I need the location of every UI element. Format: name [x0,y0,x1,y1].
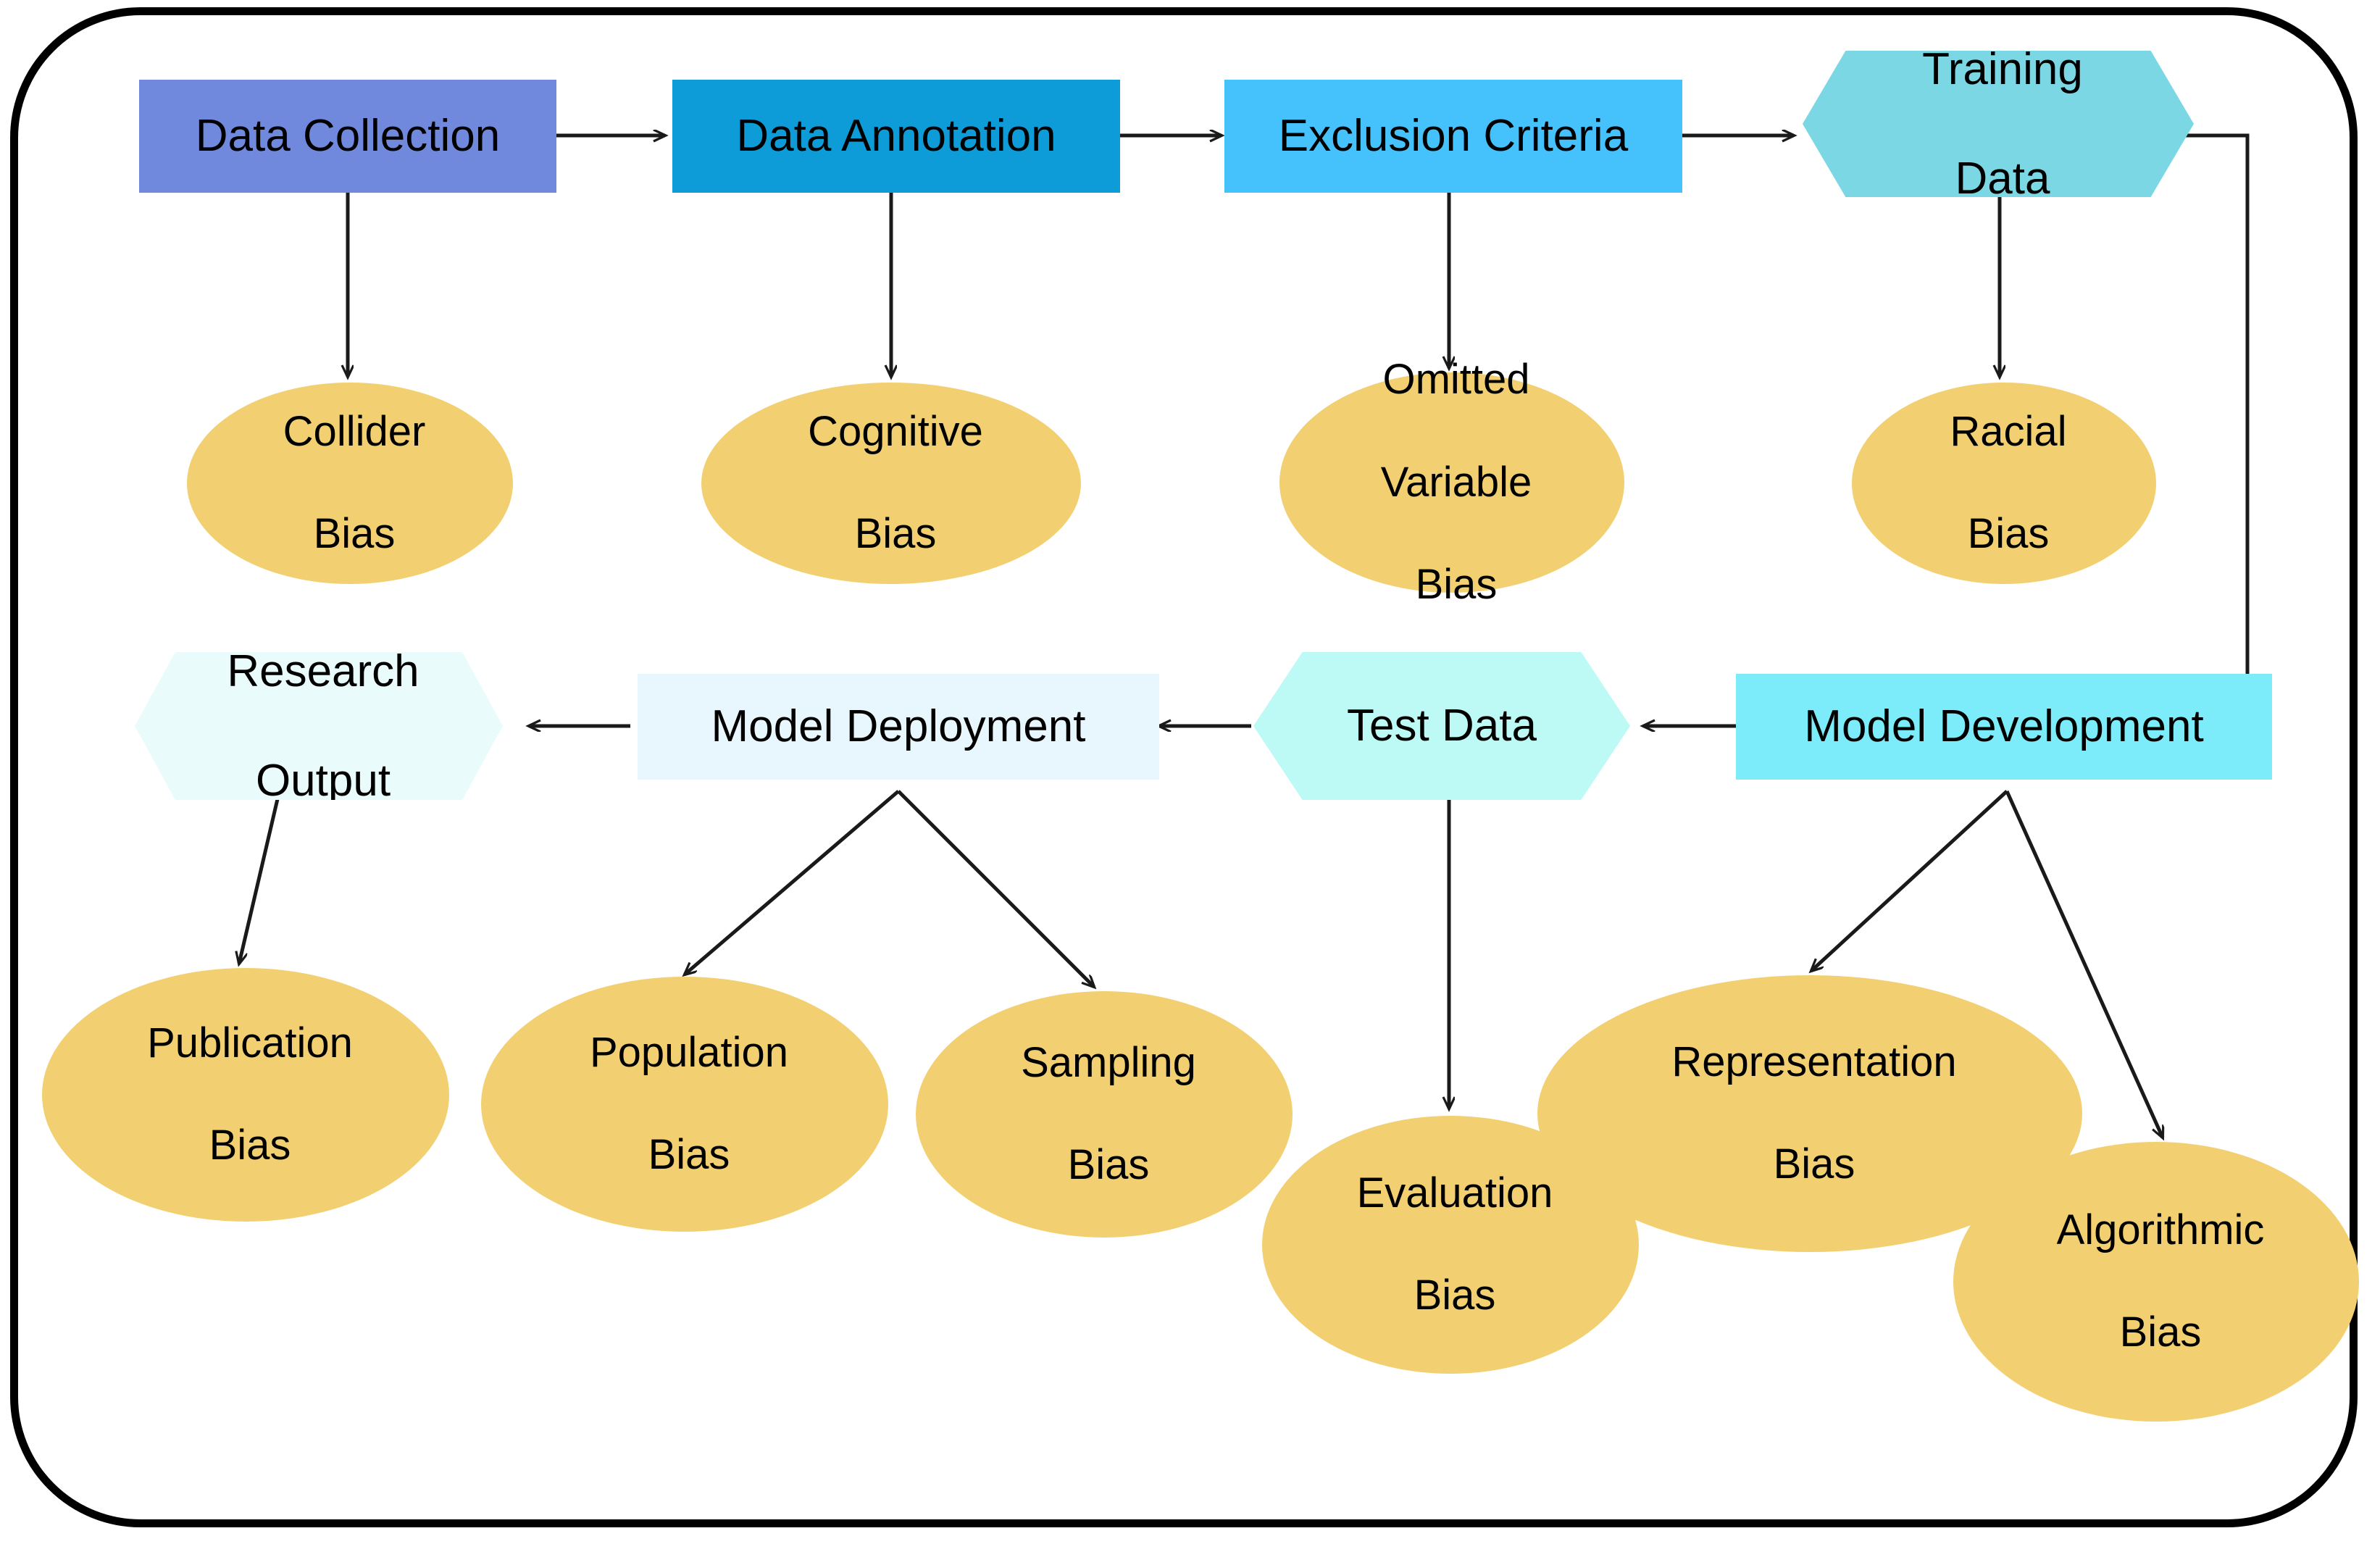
node-model-deployment[interactable]: Model Deployment [638,674,1159,780]
node-data-collection-label: Data Collection [195,111,501,162]
edge-development-to-algorithmic [2005,790,2163,1138]
node-test-data[interactable]: Test Data [1253,652,1630,800]
node-data-collection[interactable]: Data Collection [139,80,556,193]
edge-development-to-representation [1811,790,2008,971]
edge-deployment-to-sampling [897,790,1094,987]
node-exclusion-criteria[interactable]: Exclusion Criteria [1224,80,1682,193]
node-test-data-label: Test Data [1347,701,1537,751]
edge-output-to-publication [239,777,285,964]
node-model-development-label: Model Development [1804,701,2204,752]
node-model-deployment-label: Model Deployment [711,701,1086,752]
edge-training-to-development [2165,133,2250,726]
node-data-annotation-label: Data Annotation [736,111,1056,162]
node-data-annotation[interactable]: Data Annotation [672,80,1120,193]
node-model-development[interactable]: Model Development [1736,674,2272,780]
edge-deployment-to-population [685,790,900,975]
node-exclusion-criteria-label: Exclusion Criteria [1278,111,1629,162]
